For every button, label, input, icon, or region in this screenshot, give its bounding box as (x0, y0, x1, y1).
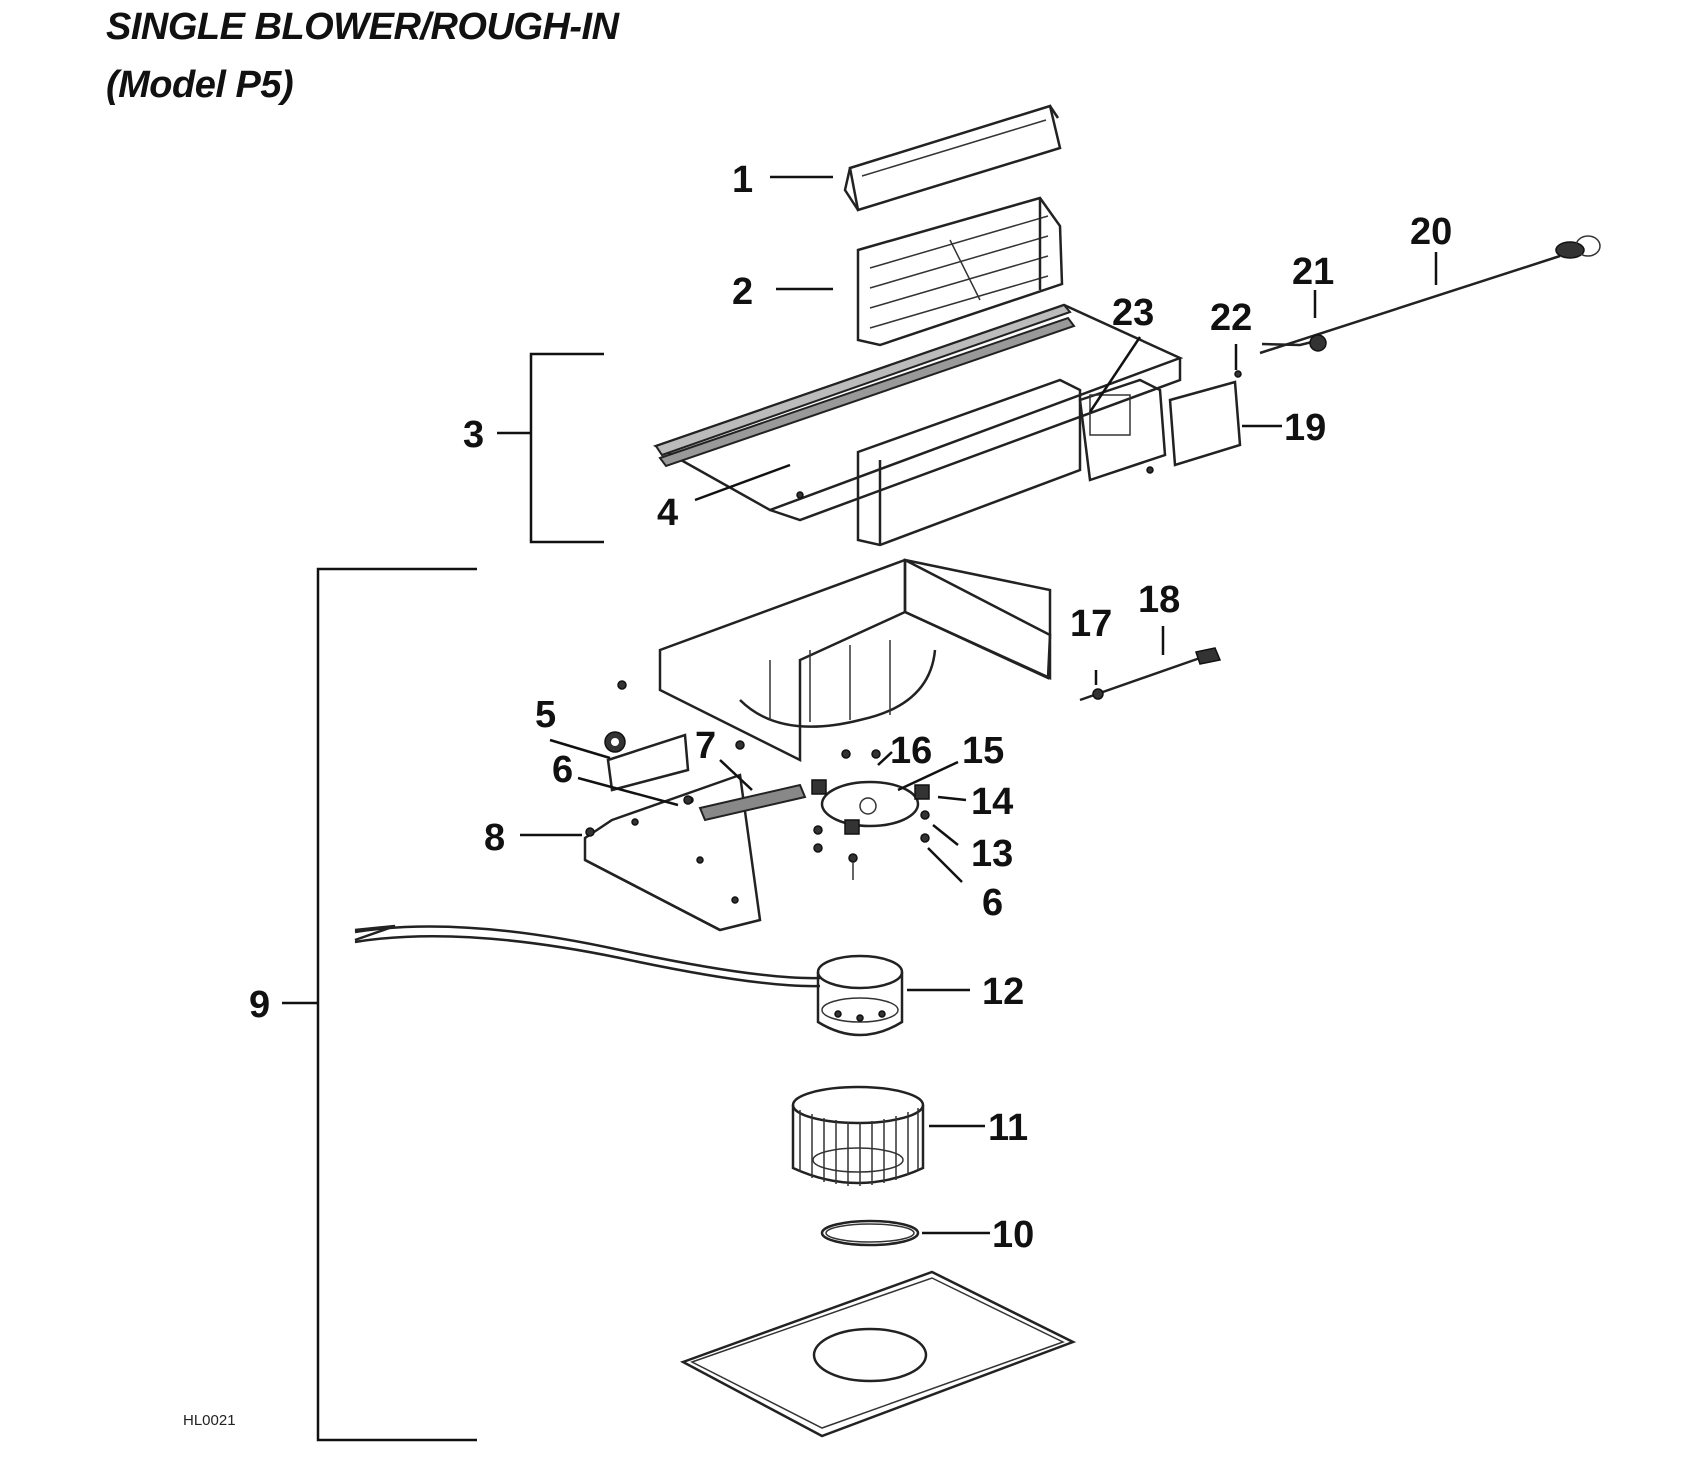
part-1-cover (843, 104, 1062, 212)
callout-21: 21 (1292, 251, 1334, 293)
callout-11: 11 (988, 1107, 1028, 1149)
part-12-motor (354, 924, 904, 1037)
diagram-model: (Model P5) (106, 64, 294, 106)
callout-1: 1 (732, 159, 753, 201)
callout-4: 4 (657, 492, 678, 534)
part-2-grille (856, 196, 1064, 347)
callout-18: 18 (1138, 579, 1180, 621)
diagram-title: SINGLE BLOWER/ROUGH-IN (106, 6, 619, 48)
callout-19: 19 (1284, 407, 1326, 449)
callout-12: 12 (982, 971, 1024, 1013)
callout-numbers: 1 2 3 4 5 6 7 8 9 10 11 12 13 14 15 16 1… (249, 159, 1452, 1256)
callout-23: 23 (1112, 292, 1154, 334)
bottom-plate (679, 1270, 1077, 1438)
leader-lines (520, 175, 1438, 1235)
callout-8: 8 (484, 817, 505, 859)
callout-5: 5 (535, 694, 556, 736)
bracket-9 (282, 567, 477, 1442)
part-9-blower-housing (617, 558, 1052, 763)
callout-22: 22 (1210, 297, 1252, 339)
part-11-blower-wheel (791, 1085, 925, 1186)
callout-13: 13 (971, 833, 1013, 875)
callout-6-right: 6 (982, 882, 1003, 924)
callout-3: 3 (463, 414, 484, 456)
part-17-18-cord (1079, 647, 1222, 702)
callout-10: 10 (992, 1214, 1034, 1256)
drawing-code: HL0021 (183, 1412, 236, 1429)
callout-6-left: 6 (552, 749, 573, 791)
part-3-housing (652, 303, 1242, 547)
part-5-8-bracket (583, 731, 807, 932)
callout-20: 20 (1410, 211, 1452, 253)
part-10-ring (820, 1219, 920, 1247)
bracket-3 (497, 352, 604, 544)
callout-9: 9 (249, 984, 270, 1026)
callout-16: 16 (890, 730, 932, 772)
callout-15: 15 (962, 730, 1004, 772)
callout-7: 7 (695, 725, 716, 767)
callout-17: 17 (1070, 603, 1112, 645)
part-13-16-motor-mount (811, 749, 930, 880)
callout-14: 14 (971, 781, 1013, 823)
callout-2: 2 (732, 271, 753, 313)
part-20-21-power-cord (1259, 235, 1601, 355)
